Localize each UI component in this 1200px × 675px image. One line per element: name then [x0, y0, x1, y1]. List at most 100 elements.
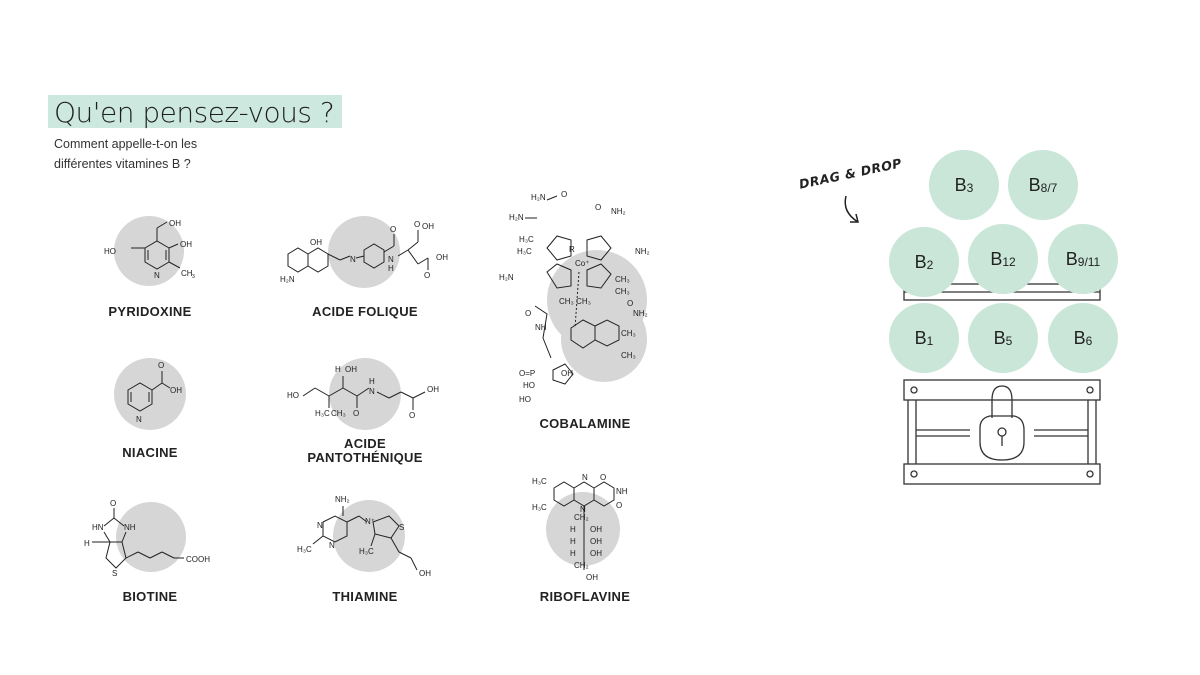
svg-text:NH: NH: [616, 487, 628, 496]
svg-text:HO: HO: [519, 395, 531, 404]
svg-text:H: H: [335, 365, 341, 374]
svg-text:N: N: [350, 255, 356, 264]
label-thiamine: THIAMINE: [332, 589, 398, 604]
svg-text:O: O: [627, 299, 633, 308]
svg-text:S: S: [112, 569, 117, 578]
svg-text:NH: NH: [535, 323, 547, 332]
padlock-icon: [979, 385, 1025, 461]
svg-text:CH₃ CH₃: CH₃ CH₃: [559, 297, 591, 306]
svg-text:OH: OH: [419, 569, 431, 578]
svg-text:CH₂: CH₂: [574, 513, 589, 522]
svg-text:H₂N: H₂N: [280, 275, 295, 284]
svg-text:H₃C: H₃C: [315, 409, 330, 418]
svg-text:CH₃: CH₃: [621, 351, 636, 360]
bubble-b5-letter: B: [993, 327, 1006, 348]
svg-text:3: 3: [192, 274, 195, 280]
svg-text:OH: OH: [169, 219, 181, 228]
svg-text:OH: OH: [310, 238, 322, 247]
svg-text:HN: HN: [92, 523, 104, 532]
bubble-b1-letter: B: [914, 327, 927, 348]
label-riboflavine: RIBOFLAVINE: [539, 589, 631, 604]
curved-arrow-icon: [844, 195, 859, 223]
svg-text:OH: OH: [436, 253, 448, 262]
svg-text:NH₂: NH₂: [335, 495, 350, 504]
label-acide-pantothenique-line-1: ACIDE: [344, 436, 386, 451]
label-acide-folique: ACIDE FOLIQUE: [312, 304, 418, 319]
svg-text:COOH: COOH: [186, 555, 210, 564]
bubble-b5-index: 5: [1005, 334, 1013, 348]
svg-text:N: N: [136, 415, 142, 424]
bubble-b12-index: 12: [1002, 255, 1016, 269]
bubble-b6-letter: B: [1073, 327, 1086, 348]
svg-text:Co⁺: Co⁺: [575, 259, 589, 268]
svg-text:R: R: [569, 245, 575, 254]
svg-text:OH: OH: [586, 573, 598, 582]
svg-text:OH: OH: [590, 549, 602, 558]
svg-text:O: O: [409, 411, 415, 420]
label-biotine: BIOTINE: [122, 589, 178, 604]
svg-text:N: N: [329, 541, 335, 550]
label-niacine: NIACINE: [122, 445, 178, 460]
bubble-b8-7-index: 8/7: [1040, 181, 1058, 195]
bubble-b3-letter: B: [954, 174, 967, 195]
bubble-b2-letter: B: [914, 251, 927, 272]
svg-text:H₃C: H₃C: [297, 545, 312, 554]
svg-text:CH₃: CH₃: [615, 287, 630, 296]
svg-text:O: O: [561, 190, 567, 199]
svg-text:H: H: [570, 537, 576, 546]
bubble-b6-index: 6: [1085, 334, 1093, 348]
svg-text:O=P: O=P: [519, 369, 535, 378]
svg-text:H₂N: H₂N: [499, 273, 514, 282]
svg-text:OH: OH: [590, 525, 602, 534]
svg-text:H₃C: H₃C: [517, 247, 532, 256]
svg-text:O: O: [353, 409, 359, 418]
bubble-b3-index: 3: [966, 181, 974, 195]
bubble-b9-11-letter: B: [1065, 248, 1078, 269]
bubble-b9-11-index: 9/11: [1077, 255, 1101, 269]
svg-text:H₃C: H₃C: [532, 503, 547, 512]
svg-text:H₃C: H₃C: [532, 477, 547, 486]
svg-text:OH: OH: [345, 365, 357, 374]
svg-text:H: H: [570, 549, 576, 558]
label-pyridoxine: PYRIDOXINE: [108, 304, 192, 319]
svg-text:OH: OH: [180, 240, 192, 249]
niacine-icon: N OOH: [127, 361, 182, 424]
svg-text:O: O: [110, 499, 116, 508]
svg-text:O: O: [390, 225, 396, 234]
svg-text:OH: OH: [422, 222, 434, 231]
question-text: Comment appelle-t-on les différentes vit…: [54, 134, 197, 174]
bubble-b2-index: 2: [926, 258, 934, 272]
svg-text:CH₂: CH₂: [574, 561, 589, 570]
svg-text:H: H: [369, 377, 375, 386]
question-line-2: différentes vitamines B ?: [54, 157, 191, 171]
svg-text:HO: HO: [523, 381, 535, 390]
svg-text:NH: NH: [124, 523, 136, 532]
svg-text:NH₂: NH₂: [633, 309, 648, 318]
svg-text:H: H: [388, 264, 394, 273]
svg-text:NH₂: NH₂: [611, 207, 626, 216]
svg-text:OH: OH: [561, 369, 573, 378]
svg-text:OH: OH: [170, 386, 182, 395]
svg-text:N: N: [317, 521, 323, 530]
svg-text:N: N: [582, 473, 588, 482]
page-title: Qu'en pensez-vous ?: [48, 95, 343, 129]
svg-text:O: O: [424, 271, 430, 280]
